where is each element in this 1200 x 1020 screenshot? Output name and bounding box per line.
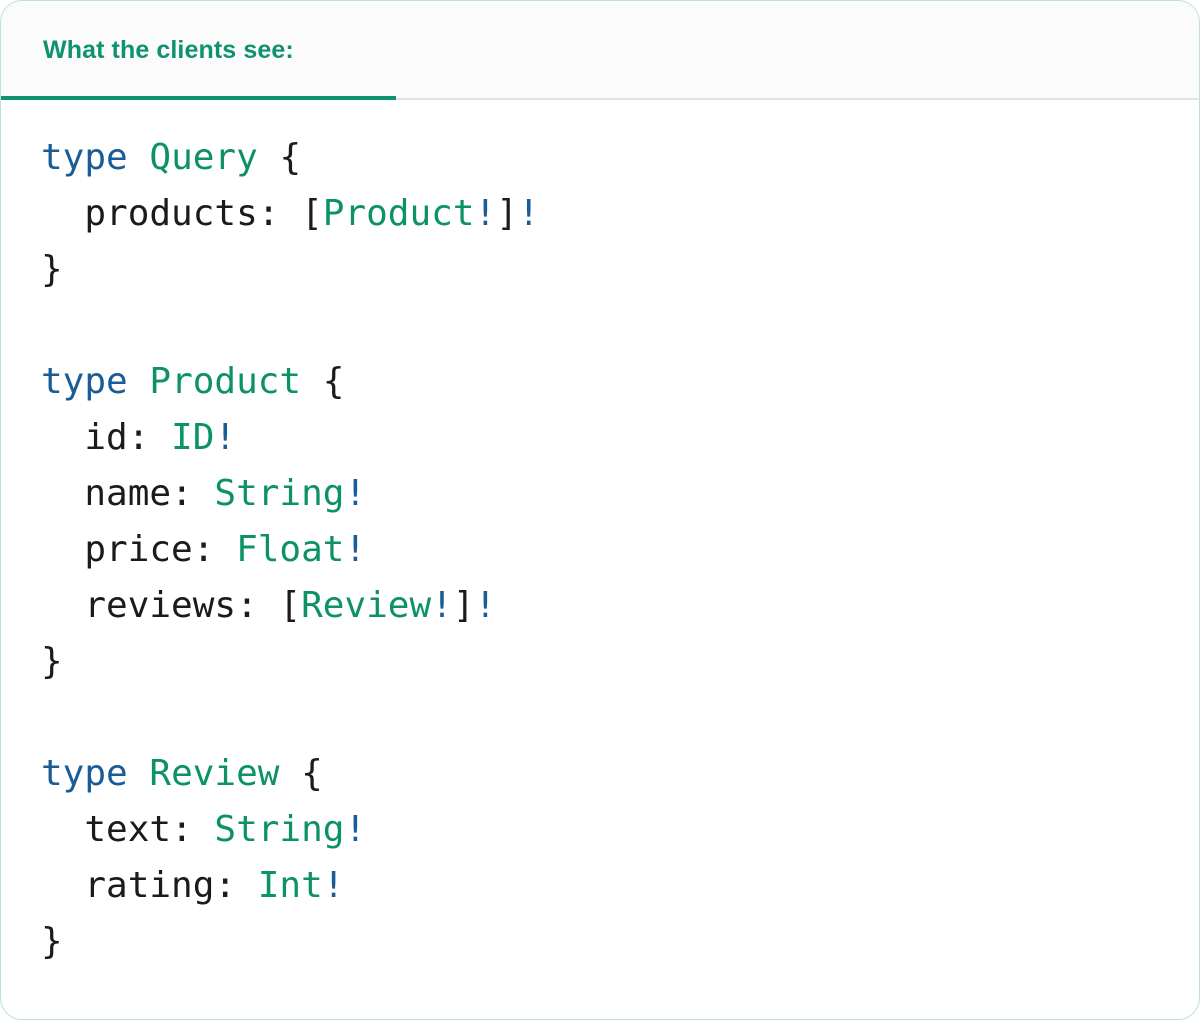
code-line: reviews: [Review!]! [41, 578, 1159, 634]
tab-label: What the clients see: [43, 36, 294, 64]
code-content: type Query { products: [Product!]! } typ… [41, 130, 1159, 970]
code-token-field: products: [41, 193, 302, 234]
code-line [41, 690, 1159, 746]
code-token-punct: [ [301, 193, 323, 234]
code-token-bang: ! [474, 585, 497, 626]
code-token-punct: } [41, 641, 63, 682]
code-token-kw: type [41, 137, 128, 178]
code-token-kw: type [41, 361, 128, 402]
code-token-name: Review [149, 753, 280, 794]
code-token-punct: ] [452, 585, 475, 626]
code-token-kw: type [41, 753, 128, 794]
tab-what-the-clients-see[interactable]: What the clients see: [1, 1, 396, 100]
code-token-punct: } [41, 921, 63, 962]
code-token-bang: ! [431, 585, 453, 626]
code-token-field [128, 361, 150, 402]
code-token-field: text: [41, 809, 215, 850]
code-token-punct: [ [279, 585, 302, 626]
code-token-bang: ! [214, 417, 237, 458]
code-token-name: Product [149, 361, 302, 402]
code-line: } [41, 634, 1159, 690]
code-line [41, 298, 1159, 354]
code-token-field [258, 137, 280, 178]
code-token-bang: ! [344, 529, 367, 570]
code-token-bang: ! [474, 193, 497, 234]
code-line: } [41, 914, 1159, 970]
code-token-field [301, 361, 323, 402]
code-token-name: Product [322, 193, 475, 234]
code-token-bang: ! [344, 809, 367, 850]
code-line: name: String! [41, 466, 1159, 522]
tab-strip: What the clients see: [1, 1, 1199, 100]
code-line: } [41, 242, 1159, 298]
code-token-field: price: [41, 529, 237, 570]
code-token-field: name: [41, 473, 215, 514]
code-token-name: String [214, 473, 345, 514]
code-line: id: ID! [41, 410, 1159, 466]
tab-strip-divider [1, 98, 1199, 100]
code-token-field [128, 137, 150, 178]
code-token-field [128, 753, 150, 794]
code-token-bang: ! [517, 193, 540, 234]
code-token-punct: ] [496, 193, 518, 234]
code-token-name: String [214, 809, 345, 850]
graphql-schema-code: type Query { products: [Product!]! } typ… [41, 130, 1159, 970]
code-token-field: rating: [41, 865, 258, 906]
code-token-bang: ! [344, 473, 367, 514]
code-token-bang: ! [322, 865, 345, 906]
code-line: type Product { [41, 354, 1159, 410]
code-line: price: Float! [41, 522, 1159, 578]
code-line: type Review { [41, 746, 1159, 802]
code-token-name: Float [236, 529, 345, 570]
code-token-field [279, 753, 301, 794]
code-token-name: Review [301, 585, 432, 626]
tab-active-indicator [1, 96, 396, 100]
code-line: rating: Int! [41, 858, 1159, 914]
code-token-field: id: [41, 417, 172, 458]
code-line: type Query { [41, 130, 1159, 186]
code-line: text: String! [41, 802, 1159, 858]
code-token-punct: { [322, 361, 345, 402]
code-token-punct: { [279, 137, 302, 178]
code-token-punct: } [41, 249, 63, 290]
code-token-punct: { [301, 753, 323, 794]
code-token-field: reviews: [41, 585, 280, 626]
code-viewer[interactable]: type Query { products: [Product!]! } typ… [1, 100, 1199, 1019]
code-token-name: Int [257, 865, 323, 906]
code-token-name: ID [171, 417, 215, 458]
code-token-name: Query [149, 137, 258, 178]
code-line: products: [Product!]! [41, 186, 1159, 242]
